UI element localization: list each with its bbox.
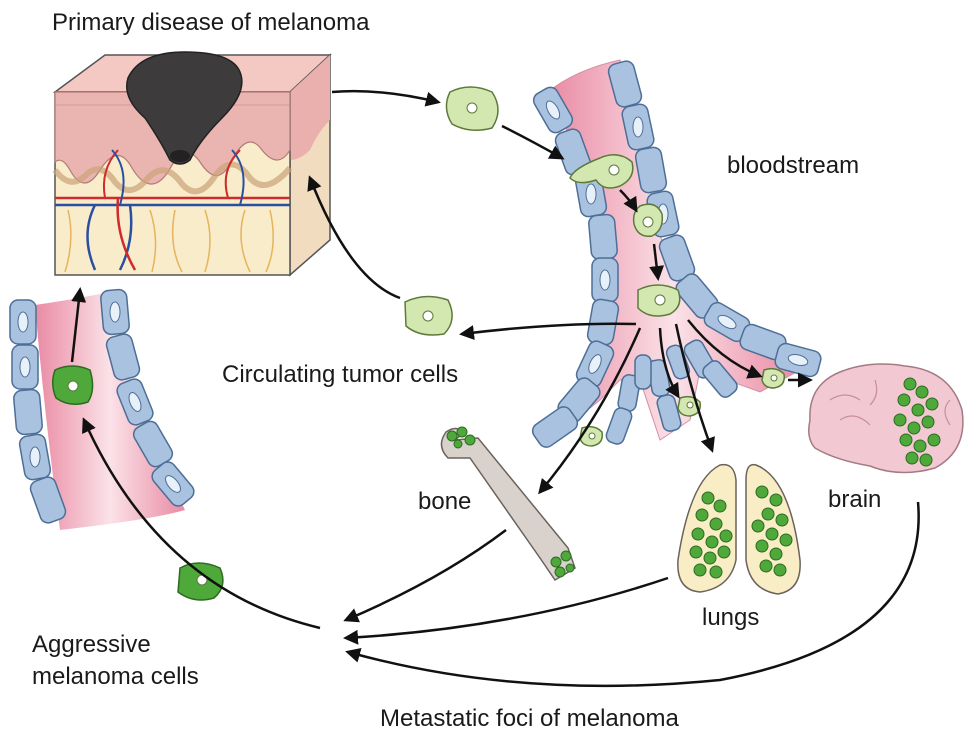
label-aggressive-line2: melanoma cells bbox=[32, 662, 199, 692]
label-brain: brain bbox=[828, 485, 881, 515]
brain-organ bbox=[809, 364, 963, 473]
label-bloodstream: bloodstream bbox=[727, 151, 859, 181]
small-vessel bbox=[10, 289, 197, 530]
lungs-organ bbox=[678, 465, 800, 594]
label-lungs: lungs bbox=[702, 603, 759, 633]
label-bone: bone bbox=[418, 487, 471, 517]
label-circulating-tumor-cells: Circulating tumor cells bbox=[222, 360, 458, 390]
skin-section bbox=[55, 52, 330, 275]
label-aggressive-line1: Aggressive bbox=[32, 630, 151, 660]
label-metastatic-foci: Metastatic foci of melanoma bbox=[380, 704, 679, 734]
label-primary-disease: Primary disease of melanoma bbox=[52, 8, 369, 38]
